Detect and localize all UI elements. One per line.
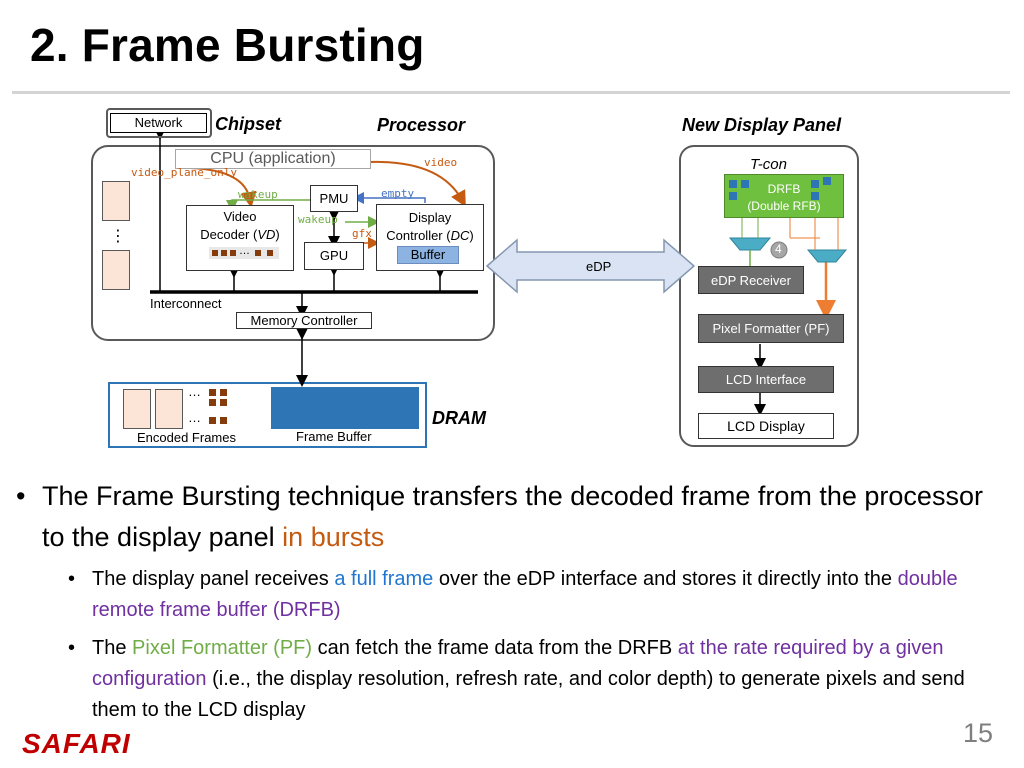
frame-buffer-label: Frame Buffer [296,429,372,444]
vd-line2: Decoder (VD) [200,227,280,242]
vertical-ellipsis: ⋮ [110,228,126,245]
input-frame-2 [102,250,130,290]
interconnect-label: Interconnect [150,296,222,311]
edp-receiver-box: eDP Receiver [698,266,804,294]
processor-label: Processor [377,115,466,135]
input-frame-1 [102,181,130,221]
memory-controller-box: Memory Controller [236,312,372,329]
lcd-interface-box: LCD Interface [698,366,834,393]
dc-line2: Controller (DC) [386,228,474,243]
pixel-formatter-box: Pixel Formatter (PF) [698,314,844,343]
video-decoder-box: Video Decoder (VD) … [186,205,294,271]
decoded-frame-tile [208,389,232,427]
bullet-1-1-marker: • [68,568,76,590]
video-signal-label: video [424,156,458,169]
vd-line1: Video [223,209,257,224]
encoded-frame-1 [123,389,151,429]
encoded-frame-2 [155,389,183,429]
pmu-box: PMU [310,185,358,212]
page-number: 15 [963,718,994,748]
dram-ellipsis-1: … [188,384,201,399]
slide-title: 2. Frame Bursting [30,19,425,71]
network-box: Network [110,113,207,133]
drfb-box: DRFB (Double RFB) [724,174,844,218]
drfb-title: DRFB [767,182,801,196]
dc-line1: Display [408,210,452,225]
chipset-label: Chipset [215,114,282,134]
gfx-label: gfx [352,227,372,240]
frame-bursting-diagram: Network Chipset Processor New Display Pa… [91,108,859,448]
dc-buffer: Buffer [397,246,459,264]
bullet-1-2-marker: • [68,637,76,659]
wakeup-label-1: wakeup [238,188,278,201]
display-controller-box: Display Controller (DC) Buffer [376,204,484,271]
cpu-box: CPU (application) [175,149,371,169]
title-divider [12,91,1010,94]
frame-buffer-block [271,387,419,429]
new-display-panel-label: New Display Panel [682,115,842,135]
step-number: 4 [775,242,782,256]
bullet-1-2-text: The Pixel Formatter (PF) can fetch the f… [92,637,965,721]
encoded-frames-label: Encoded Frames [137,430,236,445]
drfb-subtitle: (Double RFB) [747,199,821,213]
lcd-display-box: LCD Display [698,413,834,439]
dram-ellipsis-2: … [188,410,201,425]
bullet-1-text: The Frame Bursting technique transfers t… [42,481,983,552]
bullet-1-1-text: The display panel receives a full frame … [92,568,958,621]
edp-label: eDP [586,259,612,274]
dram-label: DRAM [432,408,486,428]
bullet-1-marker: • [16,481,26,511]
tcon-label: T-con [750,156,787,173]
safari-logo: SAFARI [22,728,131,759]
gpu-box: GPU [304,242,364,270]
empty-label: empty [381,187,415,200]
video-plane-only-label: video_plane_only [131,166,237,179]
decoded-blocks: … [209,245,279,259]
wakeup-label-2: wakeup [298,213,338,226]
network-box-outer [106,108,212,138]
diagram-connectors [91,128,859,448]
